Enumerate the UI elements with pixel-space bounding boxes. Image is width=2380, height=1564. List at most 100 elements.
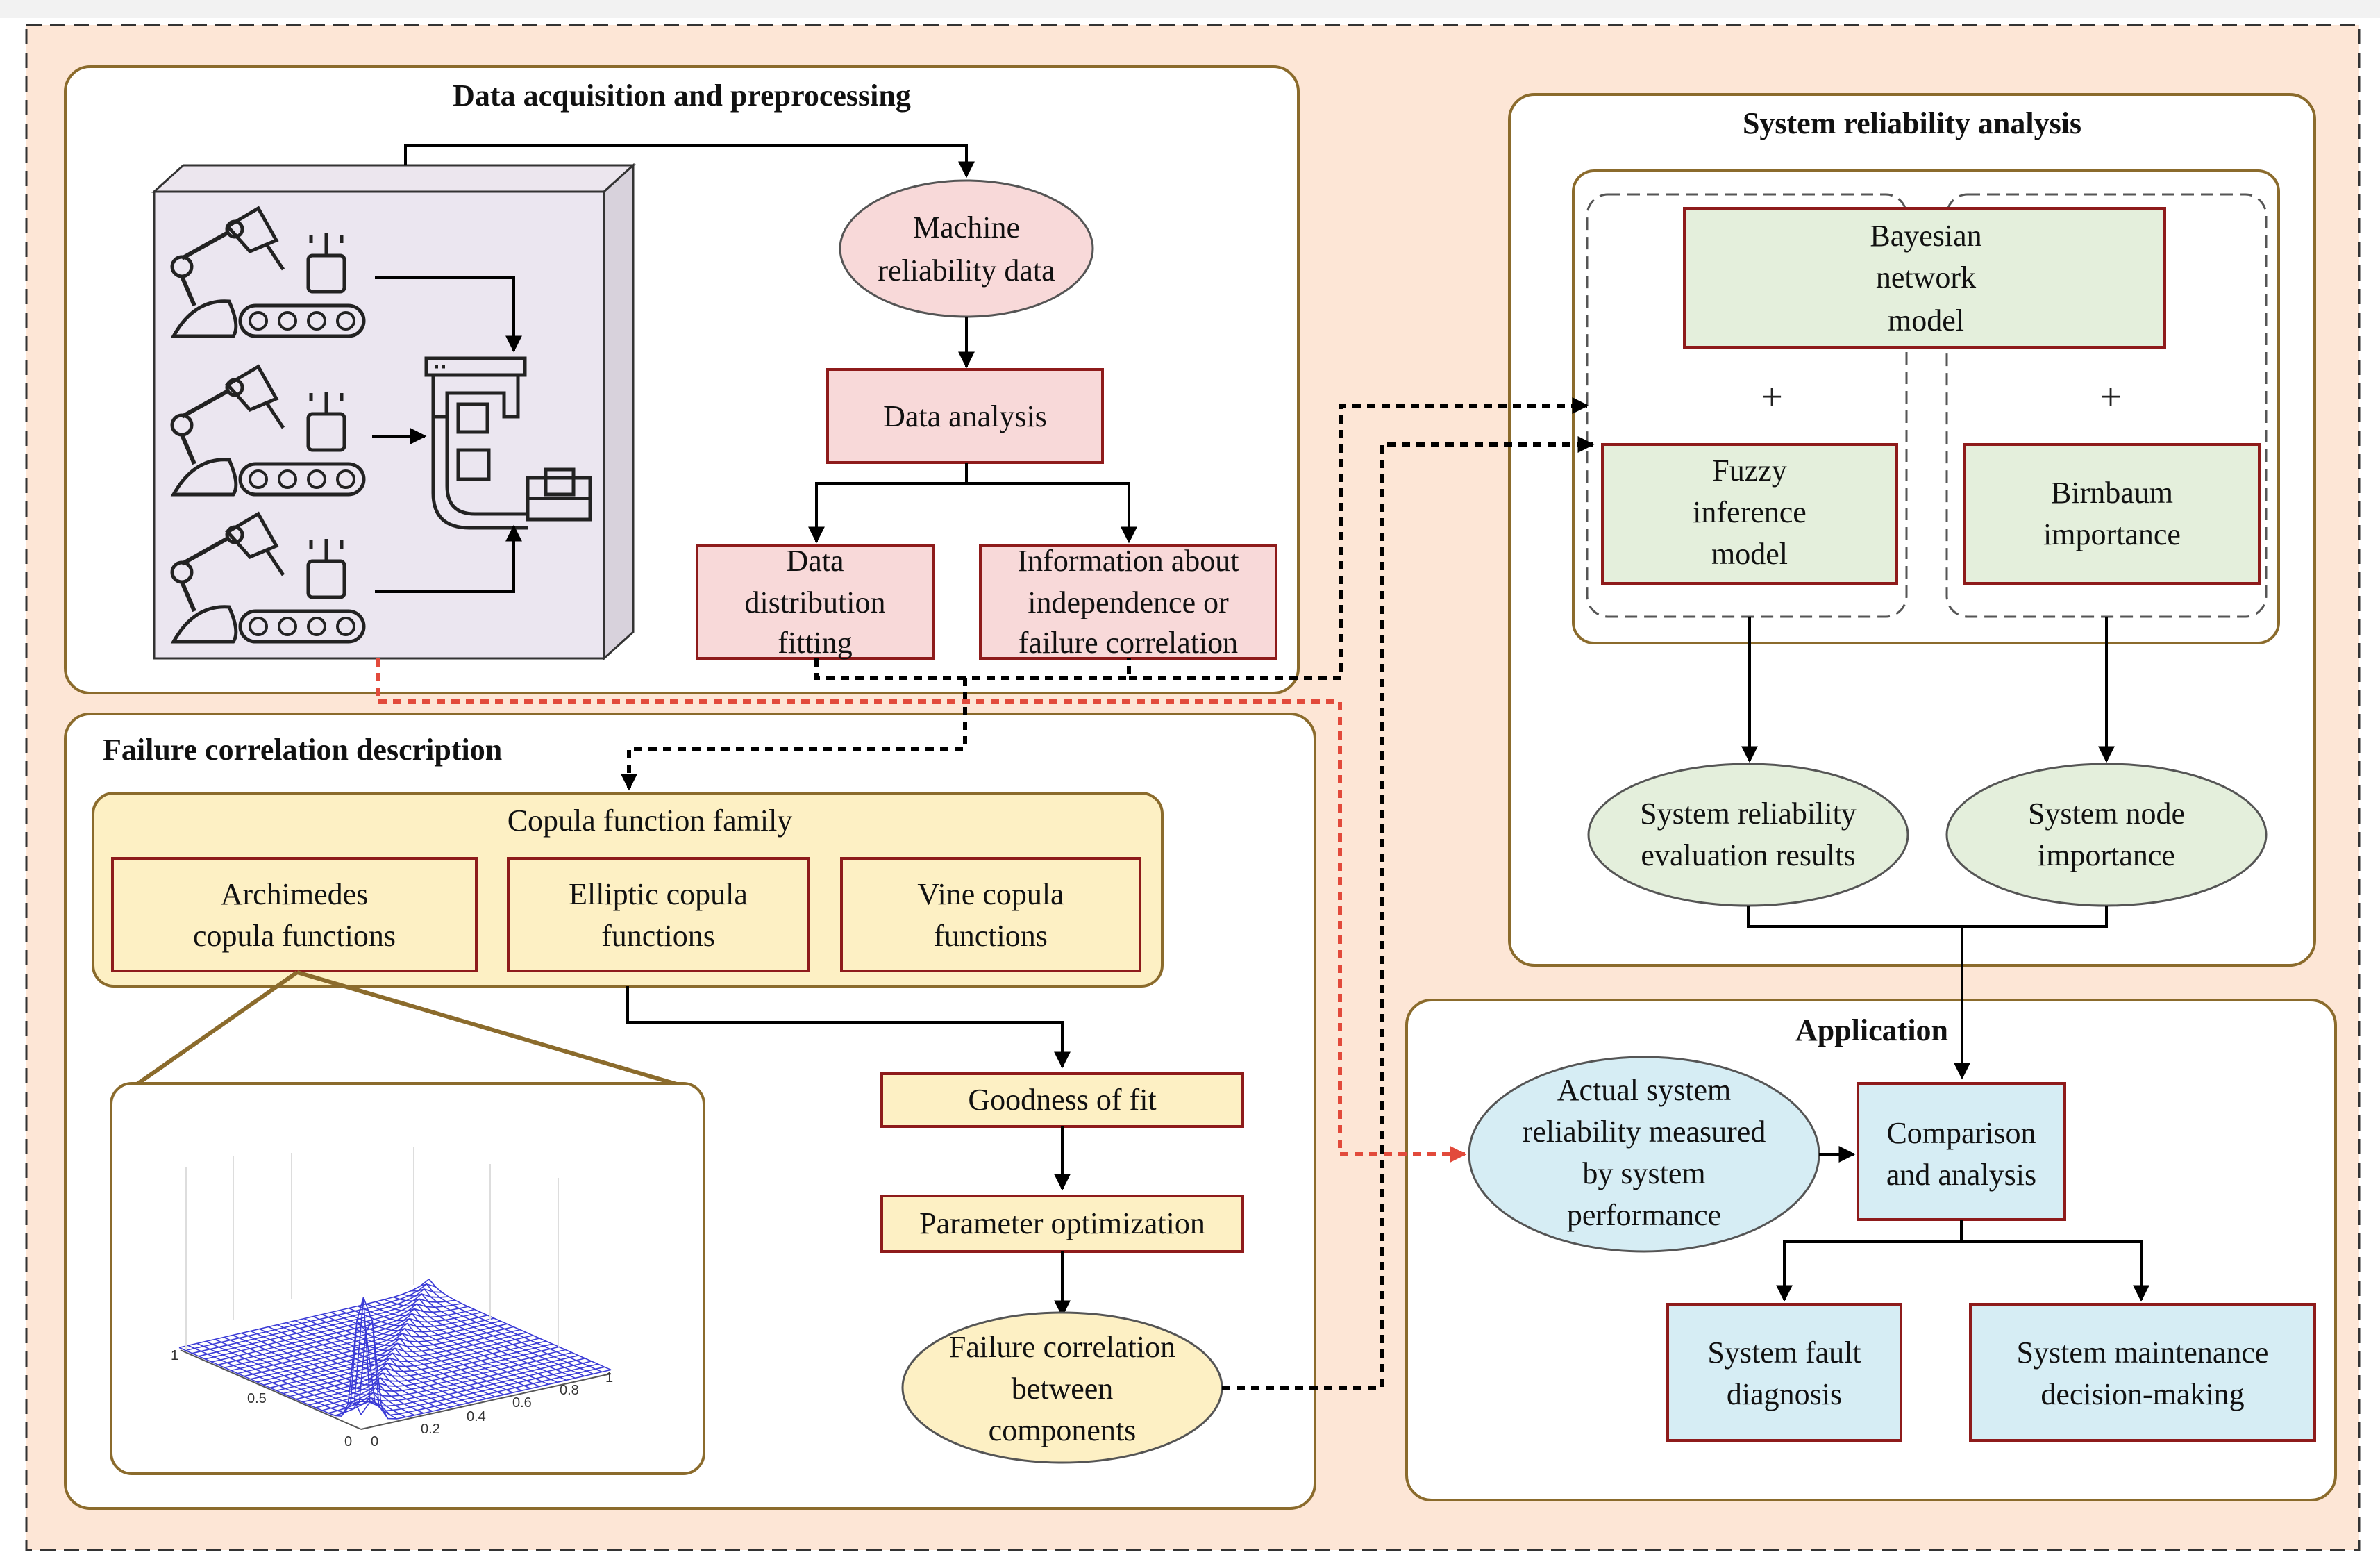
surface-mesh-line: [375, 1301, 558, 1383]
connector-arrow: [375, 276, 522, 353]
surface-mesh-line: [244, 1317, 494, 1377]
plot-tick: 1: [605, 1370, 613, 1386]
node-maintenance: System maintenance decision-making: [1969, 1303, 2316, 1442]
surface-mesh-line: [428, 1279, 612, 1371]
node-bayesian-line-3: model: [1888, 303, 1964, 338]
node-comparison-line-1: Comparison: [1886, 1116, 2036, 1150]
connector-arrow: [1776, 1220, 1963, 1302]
node-failure-correlation-line-1: Failure correlation: [949, 1330, 1175, 1364]
node-actual-reliability-line-2: reliability measured: [1523, 1115, 1766, 1149]
node-machine-data-line-1: Machine: [913, 210, 1020, 244]
node-archimedes-line-2: copula functions: [193, 919, 396, 953]
node-goodness-of-fit-label: Goodness of fit: [968, 1083, 1156, 1117]
node-fault-diagnosis-line-2: diagnosis: [1727, 1377, 1842, 1411]
surface-mesh-line: [205, 1298, 455, 1360]
node-independence-info-line-1: Information about: [1018, 544, 1239, 578]
surface-mesh-line: [340, 1309, 522, 1392]
node-birnbaum-line-1: Birnbaum: [2051, 476, 2173, 510]
node-vine: Vine copula functions: [840, 857, 1141, 972]
plot-tick: 0.2: [421, 1422, 440, 1437]
connector-arrow: [1961, 1240, 2149, 1302]
node-reliability-results-line-2: evaluation results: [1641, 838, 1855, 872]
node-distribution-fitting: Data distribution fitting: [696, 544, 935, 660]
connector-arrow: [626, 986, 1071, 1069]
surface-mesh-line: [250, 1320, 501, 1380]
surface-mesh-line: [357, 1305, 540, 1388]
node-elliptic: Elliptic copula functions: [507, 857, 810, 972]
node-failure-correlation-line-2: between: [1012, 1372, 1114, 1406]
factory-illustration: [151, 163, 636, 661]
node-actual-reliability-line-1: Actual system: [1557, 1073, 1732, 1107]
node-parameter-optimization-label: Parameter optimization: [919, 1206, 1205, 1240]
dashed-connector: [814, 658, 1131, 680]
node-machine-data: Machine reliability data: [839, 179, 1094, 318]
panel-correlation-title: Failure correlation description: [103, 733, 502, 767]
surface-mesh-line: [192, 1288, 442, 1354]
surface-mesh-line: [419, 1283, 603, 1373]
plot-tick: 0.8: [560, 1383, 579, 1398]
node-distribution-fitting-line-1: Data: [786, 544, 844, 578]
copula-surface-plot: 1 0.5 0 0 0.2 0.4 0.6 0.8 1: [110, 1082, 705, 1475]
connector-arrow: [966, 482, 1137, 544]
robot-arm-icon: [170, 511, 285, 644]
plot-tick: 0.4: [467, 1409, 486, 1424]
panel-acquisition: Data acquisition and preprocessing: [64, 65, 1300, 694]
plus-left: +: [1761, 376, 1783, 419]
node-actual-reliability-line-3: by system: [1582, 1156, 1705, 1190]
node-fuzzy-line-3: model: [1711, 537, 1788, 571]
connector-arrow: [375, 524, 522, 593]
node-fuzzy-line-1: Fuzzy: [1712, 454, 1787, 488]
conveyor-icon: [238, 539, 366, 644]
panel-correlation: Failure correlation description Copula f…: [64, 713, 1316, 1510]
plot-tick: 0: [344, 1434, 352, 1449]
node-fault-diagnosis-line-1: System fault: [1707, 1336, 1861, 1370]
panel-application: Application Actual system reliability me…: [1405, 999, 2337, 1501]
plot-tick: 0.5: [247, 1391, 267, 1406]
surface-mesh-line: [348, 1307, 531, 1390]
panel-acquisition-title: Data acquisition and preprocessing: [453, 78, 911, 113]
surface-mesh-line: [330, 1311, 513, 1393]
node-node-importance: System node importance: [1945, 763, 2268, 907]
copula-surface-mesh: [178, 1279, 612, 1420]
robot-arm-icon: [170, 206, 285, 338]
plot-tick: 0: [371, 1434, 378, 1449]
plot-tick: 1: [171, 1348, 178, 1363]
node-distribution-fitting-line-3: fitting: [778, 626, 853, 660]
conveyor-icon: [238, 233, 366, 338]
node-node-importance-line-2: importance: [2038, 838, 2175, 872]
node-fuzzy-line-2: inference: [1693, 495, 1807, 529]
copula-family-label: Copula function family: [508, 804, 793, 838]
node-archimedes: Archimedes copula functions: [111, 857, 478, 972]
node-comparison-line-2: and analysis: [1886, 1158, 2036, 1192]
node-birnbaum: Birnbaum importance: [1963, 443, 2261, 585]
panel-reliability-title: System reliability analysis: [1743, 106, 2081, 140]
node-failure-correlation-line-3: components: [989, 1413, 1137, 1447]
surface-mesh-line: [411, 1288, 594, 1375]
node-node-importance-line-1: System node: [2028, 797, 2185, 831]
zoom-line: [135, 970, 299, 1087]
surface-mesh-line: [217, 1306, 469, 1365]
node-birnbaum-line-2: importance: [2043, 517, 2181, 551]
connector-arrow: [404, 144, 975, 178]
node-maintenance-line-1: System maintenance: [2017, 1336, 2269, 1370]
surface-mesh-line: [263, 1326, 514, 1386]
dashed-connector: [1222, 436, 1595, 1390]
surface-mesh-line: [269, 1329, 521, 1388]
node-machine-data-line-2: reliability data: [878, 253, 1055, 288]
node-reliability-results-line-1: System reliability: [1640, 797, 1857, 831]
node-vine-line-1: Vine copula: [917, 877, 1064, 911]
copula-surface-frame: [180, 1147, 612, 1430]
top-strip: [0, 0, 2380, 18]
connector-arrow: [808, 463, 968, 544]
node-distribution-fitting-line-2: distribution: [745, 585, 886, 619]
surface-mesh-line: [231, 1311, 482, 1372]
zoom-line: [296, 970, 680, 1087]
surface-mesh-line: [198, 1293, 449, 1357]
node-bayesian: Bayesian network model: [1683, 207, 2166, 349]
surface-mesh-line: [393, 1296, 576, 1379]
surface-mesh-line: [321, 1313, 505, 1395]
conveyor-icon: [238, 392, 366, 497]
node-independence-info-line-3: failure correlation: [1019, 626, 1238, 660]
node-data-analysis-label: Data analysis: [883, 399, 1047, 433]
panel-reliability: System reliability analysis Bayesian net…: [1508, 93, 2316, 967]
